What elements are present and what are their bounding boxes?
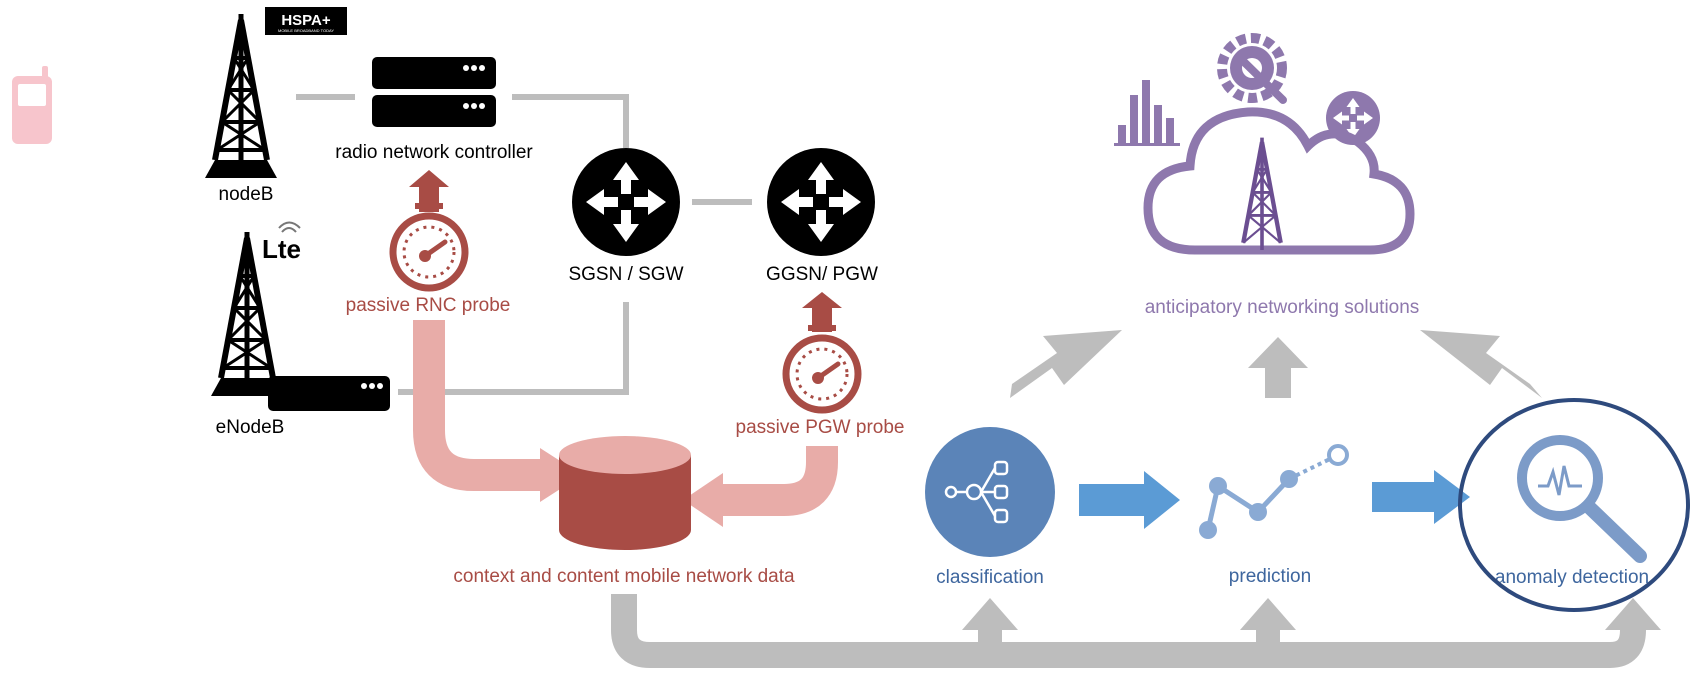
svg-text:MOBILE BROADBAND TODAY: MOBILE BROADBAND TODAY xyxy=(278,28,334,33)
lte-logo: Lte xyxy=(262,221,301,264)
svg-text:HSPA+: HSPA+ xyxy=(281,12,331,29)
speedometer-icon xyxy=(393,206,465,288)
router-icon xyxy=(767,148,875,256)
prediction-chart-icon xyxy=(1199,444,1349,539)
arrow-up-icon xyxy=(802,292,842,332)
prediction-label: prediction xyxy=(1229,566,1311,587)
server-icon xyxy=(268,376,390,411)
arrow-right-icon xyxy=(1372,470,1470,524)
server-icon xyxy=(372,57,496,127)
router-icon xyxy=(572,148,680,256)
pgw-probe-label: passive PGW probe xyxy=(736,417,905,438)
to-solutions-arrows xyxy=(1010,330,1542,398)
speedometer-icon xyxy=(786,328,858,410)
bar-chart-icon xyxy=(1114,80,1180,146)
gear-wrench-icon xyxy=(1217,33,1287,104)
cloud-icon xyxy=(1143,107,1415,255)
database-icon xyxy=(559,436,691,550)
network-links xyxy=(296,94,752,395)
magnifier-icon xyxy=(1517,435,1647,563)
rnc-label: radio network controller xyxy=(335,142,533,163)
rnc-probe-label: passive RNC probe xyxy=(346,295,511,316)
feedback-flow xyxy=(611,594,1661,668)
pgw-probe-flow xyxy=(683,446,838,527)
mobile-phone-icon xyxy=(12,66,52,144)
highlight-ellipse xyxy=(1458,398,1690,612)
classification-label: classification xyxy=(936,567,1044,588)
anomaly-label: anomaly detection xyxy=(1495,567,1649,588)
classification-icon xyxy=(925,427,1055,557)
nodeb-label: nodeB xyxy=(219,184,274,205)
enodeb-label: eNodeB xyxy=(216,417,285,438)
cell-tower-icon xyxy=(1241,137,1283,250)
solutions-label: anticipatory networking solutions xyxy=(1145,297,1420,318)
svg-text:Lte: Lte xyxy=(262,234,301,264)
cell-tower-icon xyxy=(205,14,277,178)
arrow-right-icon xyxy=(1079,471,1180,529)
hspa-logo: HSPA+ MOBILE BROADBAND TODAY xyxy=(265,7,347,35)
sgsn-label: SGSN / SGW xyxy=(568,264,683,285)
arrow-up-icon xyxy=(409,170,449,212)
ggsn-label: GGSN/ PGW xyxy=(766,264,878,285)
data-store-label: context and content mobile network data xyxy=(453,566,795,587)
